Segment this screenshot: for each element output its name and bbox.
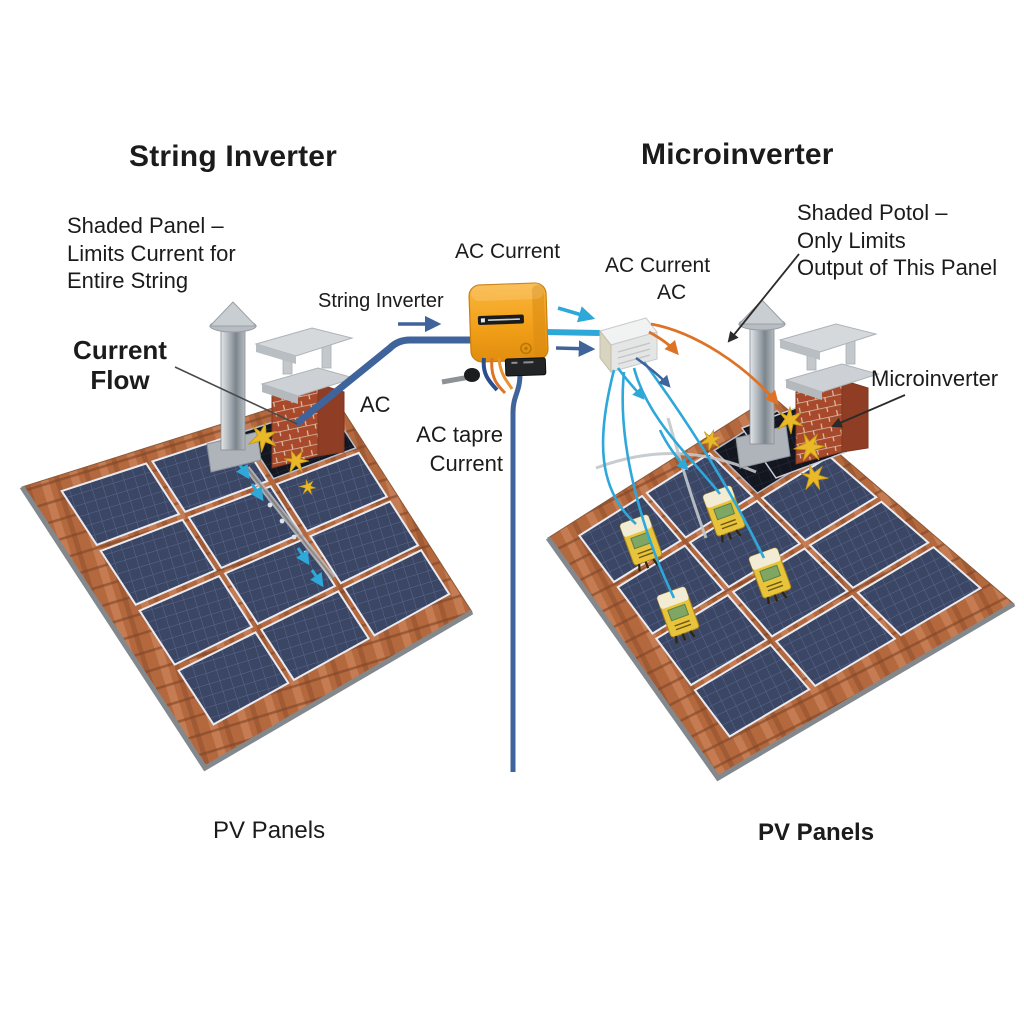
flow-arrow-icon (250, 483, 264, 502)
microinverter-label: Microinverter (871, 366, 999, 391)
microinverter-pointer (831, 394, 906, 428)
inverter-terminal-block (504, 357, 547, 377)
pv-panel (693, 643, 811, 738)
ac-current-label-center: AC Current (455, 240, 561, 263)
branch-wires (601, 356, 766, 599)
string-inverter-unit (468, 282, 549, 377)
microinverter-units (619, 485, 792, 644)
wiring (174, 253, 906, 772)
pv-panel (654, 593, 768, 687)
pv-panel (99, 518, 217, 606)
flow-arrows (398, 306, 596, 357)
right-shaded-note: Shaded Potol – Only Limits Output of Thi… (797, 199, 997, 282)
ac-tapre-label: AC tapre Current (383, 421, 503, 478)
string-inverter-label: String Inverter (318, 290, 444, 312)
ac-output-cable (544, 329, 601, 336)
ac-tapre-line2: Current (429, 450, 503, 476)
current-flow-pointer (174, 366, 298, 425)
ac-label-left: AC (360, 392, 391, 417)
pv-panel (177, 631, 290, 726)
pv-panel (774, 594, 897, 688)
right-roof (545, 299, 1016, 782)
pv-panels-label-right: PV Panels (758, 819, 875, 846)
flow-arrow-icon (310, 569, 324, 588)
left-note-line3: Entire String (67, 268, 189, 294)
shaded-panel-pointer (727, 253, 800, 343)
pv-panel (309, 500, 420, 585)
left-note-line1: Shaded Panel – (67, 213, 224, 238)
dc-string-cable (293, 336, 474, 427)
pv-panels-label-left: PV Panels (213, 817, 326, 844)
ac-current-label-right: AC Current (605, 254, 711, 277)
left-vent-pipe (206, 301, 262, 473)
inverter-emblem (520, 342, 532, 355)
current-flow-line2: Flow (90, 364, 150, 395)
right-roof-eave (545, 536, 1016, 782)
left-chimney (254, 327, 356, 469)
pv-panel (259, 590, 371, 682)
right-note-line2: Only Limits (797, 227, 906, 253)
right-vent-pipe (735, 299, 791, 469)
left-note-line2: Limits Current for (67, 240, 236, 266)
pv-panel (342, 548, 451, 637)
left-title: String Inverter (129, 140, 338, 173)
ac-tapre-line1: AC tapre (416, 422, 503, 447)
left-pv-array (60, 403, 451, 726)
left-roof (19, 301, 474, 772)
current-flow-line1: Current (73, 335, 167, 365)
right-title: Microinverter (641, 138, 834, 171)
left-shaded-note: Shaded Panel – Limits Current for Entire… (67, 212, 236, 295)
ac-drop-cable (510, 373, 523, 772)
pointer-lines (174, 253, 906, 428)
flow-arrow-icon (296, 547, 310, 566)
pv-panel (138, 574, 254, 666)
right-note-line3: Output of This Panel (797, 255, 998, 281)
pv-panel (645, 452, 754, 539)
current-flow-label: Current Flow (58, 335, 182, 396)
pv-panel (60, 462, 181, 547)
microinverter-unit (748, 547, 792, 605)
ac-label-right: AC (657, 281, 687, 304)
junction-box (599, 317, 658, 374)
pv-panel (275, 451, 389, 533)
right-note-line1: Shaded Potol – (797, 200, 948, 225)
left-roof-eave (19, 485, 474, 772)
orange-wires (648, 322, 779, 406)
pv-panel (856, 545, 983, 637)
right-chimney (778, 323, 880, 465)
inverter-wires (441, 357, 514, 395)
pv-panel (760, 455, 878, 542)
pv-panel (808, 500, 930, 590)
